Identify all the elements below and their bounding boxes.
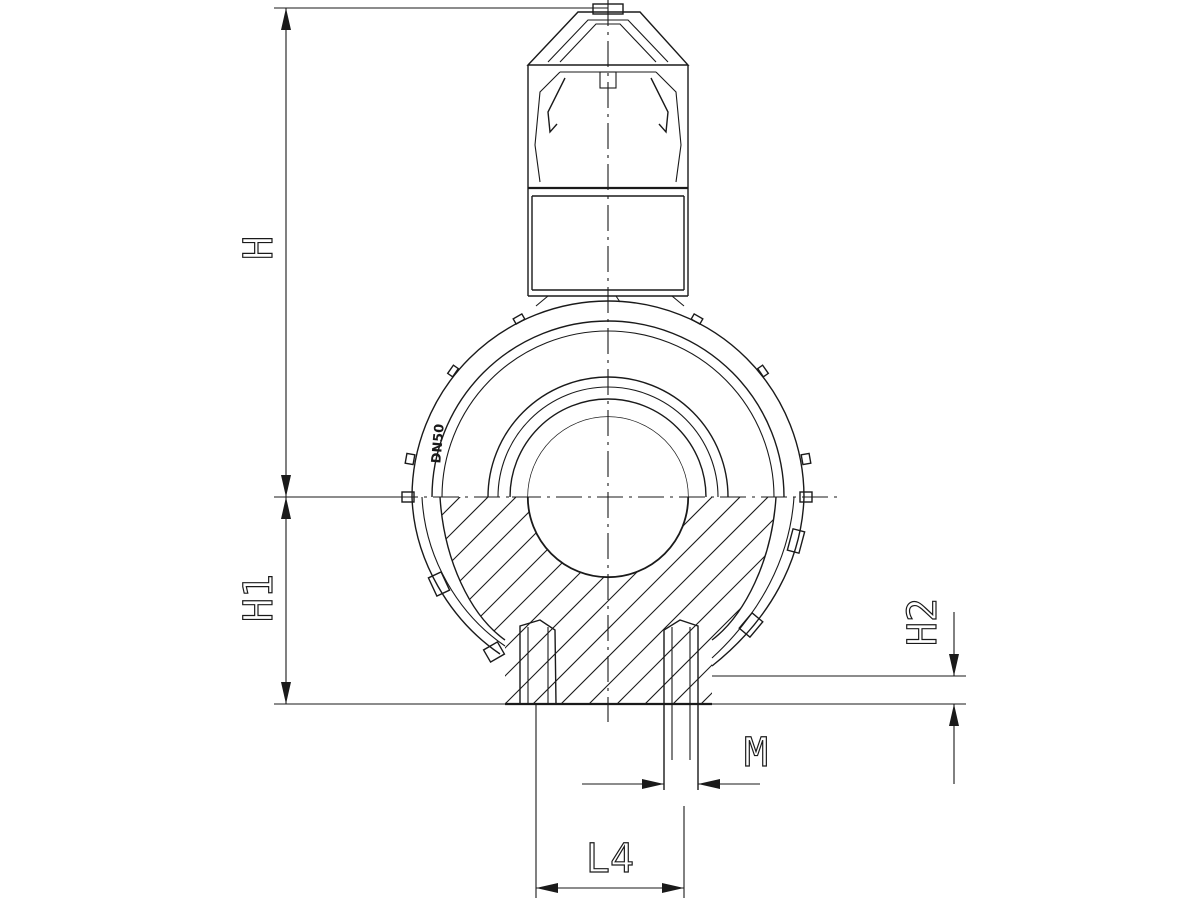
body-marking-text: DN50 xyxy=(429,423,447,464)
valve-body-section xyxy=(411,417,806,790)
dimension-h1-label: H1 xyxy=(236,574,282,622)
dimension-h2-label: H2 xyxy=(900,598,946,646)
section-hatch-line xyxy=(489,497,776,704)
section-hatch-line xyxy=(461,497,776,704)
dimension-l4-label: L4 xyxy=(586,836,634,882)
dimension-lines xyxy=(274,7,966,898)
dimension-m-label: M xyxy=(744,730,768,776)
dimension-h-label: H xyxy=(236,236,282,260)
section-hatch-line xyxy=(573,497,776,704)
section-hatch-line xyxy=(601,497,776,704)
section-hatch-line xyxy=(517,497,776,704)
center-lines xyxy=(392,0,840,722)
section-hatch-line xyxy=(440,497,776,704)
section-hatch-line xyxy=(545,497,776,704)
